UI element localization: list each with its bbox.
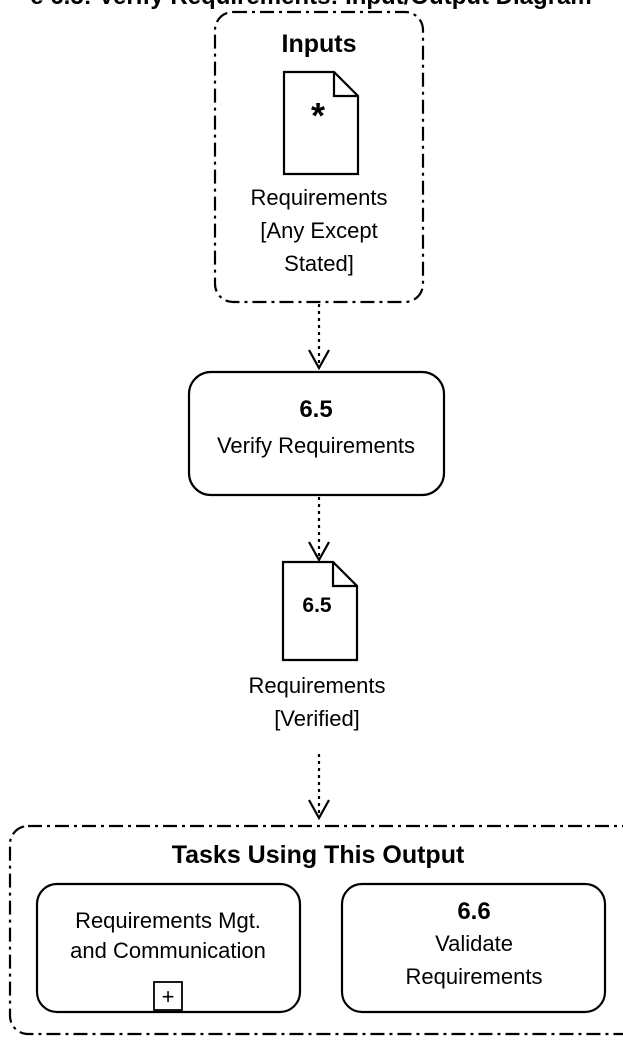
input-label-line-3: Stated] bbox=[284, 251, 354, 276]
inputs-title: Inputs bbox=[282, 30, 357, 58]
task-6-6-number: 6.6 bbox=[457, 898, 490, 925]
output-doc-number: 6.5 bbox=[302, 594, 332, 617]
task-box-6-5: 6.5 Verify Requirements bbox=[187, 370, 446, 497]
input-document-icon: * bbox=[282, 70, 360, 176]
expand-icon bbox=[153, 981, 183, 1011]
task-6-6: 6.6 Validate Requirements bbox=[340, 882, 607, 1014]
task-requirements-mgt-line-1: Requirements Mgt. bbox=[75, 908, 261, 933]
task-number: 6.5 bbox=[299, 396, 332, 423]
inputs-group: Inputs * Requirements [Any Except Stated… bbox=[213, 10, 425, 304]
output-label-line-1: Requirements bbox=[249, 673, 386, 698]
output-document-icon: 6.5 bbox=[281, 560, 359, 662]
task-6-6-line-2: Requirements bbox=[406, 964, 543, 989]
input-doc-asterisk: * bbox=[311, 95, 325, 136]
page-header-partial: e 6.5: Verify Requirements: Input/Output… bbox=[30, 0, 591, 10]
task-6-6-border bbox=[340, 882, 607, 1014]
task-requirements-mgt-line-2: and Communication bbox=[70, 938, 266, 963]
input-label-line-2: [Any Except bbox=[260, 218, 377, 243]
input-label-line-1: Requirements bbox=[251, 185, 388, 210]
task-6-6-line-1: Validate bbox=[435, 931, 513, 956]
connector-inputs-to-task bbox=[308, 304, 330, 371]
tasks-using-group: Tasks Using This Output Requirements Mgt… bbox=[8, 824, 623, 1036]
tasks-using-title: Tasks Using This Output bbox=[172, 841, 465, 869]
task-name: Verify Requirements bbox=[217, 433, 415, 458]
connector-task-to-output bbox=[308, 497, 330, 563]
connector-output-to-tasks bbox=[308, 754, 330, 821]
tasks-using-border bbox=[8, 824, 623, 1036]
task-box-border bbox=[187, 370, 446, 497]
expand-icon-symbol: + bbox=[162, 984, 175, 1009]
output-label-line-2: [Verified] bbox=[274, 706, 360, 731]
task-requirements-mgt: Requirements Mgt. and Communication + bbox=[35, 882, 302, 1014]
inputs-border bbox=[213, 10, 425, 304]
task-requirements-mgt-border bbox=[35, 882, 302, 1014]
